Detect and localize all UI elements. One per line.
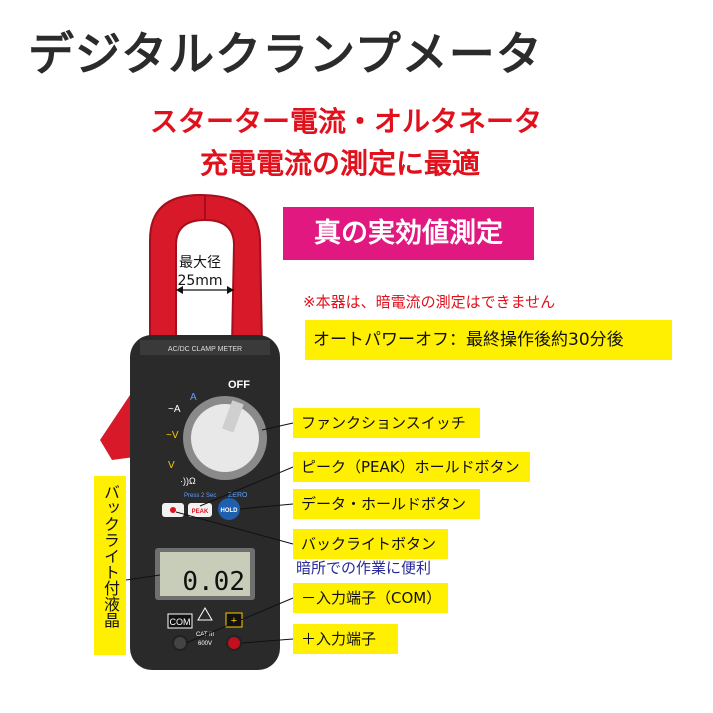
callout-data-hold: データ・ホールドボタン: [293, 489, 480, 519]
range-a-dc: A: [190, 392, 197, 403]
zero-label: ZERO: [228, 492, 248, 499]
com-terminal[interactable]: [172, 635, 188, 651]
plus-label: +: [231, 615, 237, 627]
callout-backlight: バックライトボタン: [293, 529, 448, 559]
hold-button[interactable]: [218, 498, 240, 520]
hold-button-label: HOLD: [221, 508, 239, 514]
dark-current-note: ※本器は、暗電流の測定はできません: [303, 293, 556, 311]
callout-com-input: －入力端子（COM）: [293, 583, 448, 613]
com-label: COM: [170, 617, 191, 627]
page-title: デジタルクランプメータ: [28, 27, 543, 81]
lcd-display: [160, 552, 250, 596]
meter-model-label: AC/DC CLAMP METER: [168, 346, 242, 353]
subtitle-line-2: 充電電流の測定に最適: [200, 147, 481, 180]
jaw-diameter-label: 最大径 25mm: [170, 254, 230, 290]
jaw-diameter-line1: 最大径: [179, 255, 221, 271]
warning-icon: [197, 607, 213, 621]
voltage-label: 600V: [198, 641, 212, 647]
jaw-diameter-line2: 25mm: [177, 273, 223, 289]
peak-button-label: PEAK: [192, 509, 209, 515]
callout-backlight-desc: 暗所での作業に便利: [296, 559, 432, 577]
callout-backlit-lcd: バックライト付液晶: [94, 476, 126, 655]
peak-button[interactable]: [188, 503, 212, 517]
true-rms-badge: 真の実効値測定: [283, 207, 534, 260]
auto-power-off-label: オートパワーオフ：最終操作後約30分後: [305, 320, 672, 360]
callout-backlit-lcd-text: バックライト付液晶: [101, 484, 120, 628]
range-a-ac: ~A: [168, 404, 181, 415]
lcd-value: 0.02: [182, 567, 245, 597]
callout-plus-input: ＋入力端子: [293, 624, 398, 654]
range-v-dc: V: [168, 460, 175, 471]
range-ohm: ·))Ω: [180, 476, 196, 486]
callout-peak-hold: ピーク（PEAK）ホールドボタン: [293, 452, 530, 482]
clamp-jaw: [149, 193, 264, 346]
plus-terminal[interactable]: [226, 635, 242, 651]
off-label: OFF: [228, 379, 250, 391]
callout-function-switch: ファンクションスイッチ: [293, 408, 480, 438]
range-v-ac: ~V: [166, 430, 179, 441]
subtitle-line-1: スターター電流・オルタネータ: [150, 105, 543, 138]
press-label: Press 2 Sec: [184, 493, 216, 499]
